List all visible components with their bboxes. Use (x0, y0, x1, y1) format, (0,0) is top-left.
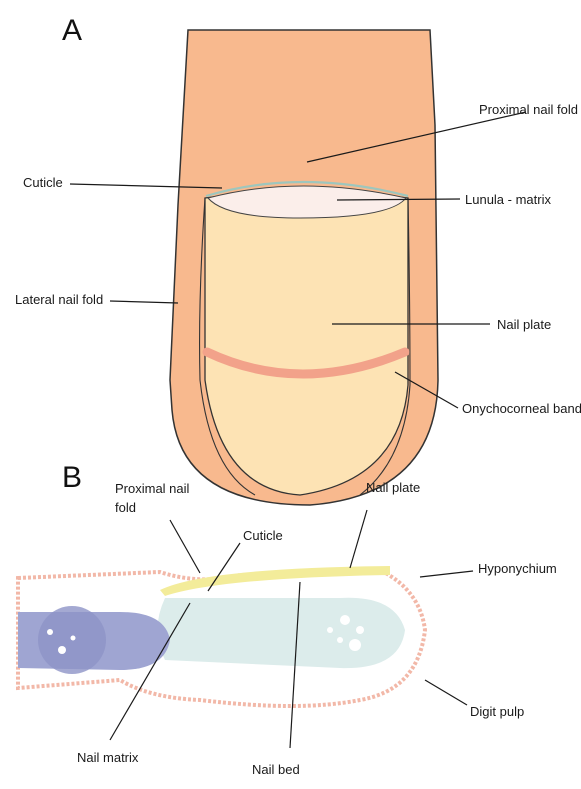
panel-a: A Proximal nail fold Cuticle Lunula - ma… (15, 14, 581, 505)
distal-phalanx (158, 598, 406, 668)
label-cuticle-a: Cuticle (23, 175, 63, 190)
label-proximal-nail-fold: Proximal nail fold (479, 102, 578, 117)
label-nail-plate-a: Nail plate (497, 317, 551, 332)
label-nail-plate-b: Nail plate (366, 480, 420, 495)
joint-dot (71, 636, 76, 641)
bone-dot (340, 615, 350, 625)
label-nail-matrix: Nail matrix (77, 750, 139, 765)
bone-dot (349, 639, 361, 651)
panel-a-letter: A (62, 14, 82, 47)
bone-dot (356, 626, 364, 634)
joint-dot (58, 646, 66, 654)
nail-plate-shape (205, 192, 408, 496)
label-lateral-nail-fold: Lateral nail fold (15, 292, 103, 307)
leader-nail-plate-b (350, 510, 367, 568)
label-proximal-nail-fold-b-line1: Proximal nail (115, 481, 190, 496)
panel-b: B Proximal nail fold Nail plate Cuti (18, 461, 557, 777)
label-cuticle-b: Cuticle (243, 528, 283, 543)
panel-b-letter: B (62, 461, 82, 494)
joint-dot (47, 629, 53, 635)
label-hyponychium: Hyponychium (478, 561, 557, 576)
leader-proximal-nail-fold-b (170, 520, 200, 573)
leader-lateral-nail-fold (110, 301, 178, 303)
label-nail-bed: Nail bed (252, 762, 300, 777)
label-lunula-matrix: Lunula - matrix (465, 192, 551, 207)
label-onychocorneal-band: Onychocorneal band (462, 401, 581, 416)
label-proximal-nail-fold-b-line2: fold (115, 500, 136, 515)
bone-dot (337, 637, 343, 643)
bone-dot (327, 627, 333, 633)
leader-digit-pulp (425, 680, 467, 705)
label-digit-pulp: Digit pulp (470, 704, 524, 719)
leader-hyponychium (420, 571, 473, 577)
